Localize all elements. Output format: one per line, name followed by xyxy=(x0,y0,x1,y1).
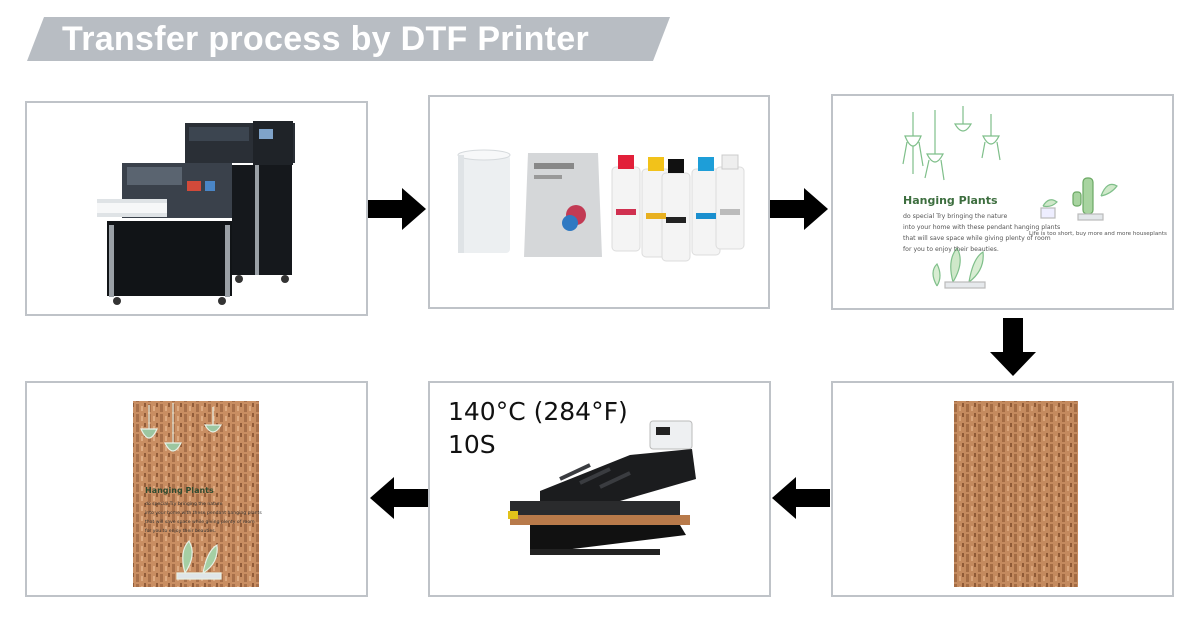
product-artwork-title: Hanging Plants xyxy=(145,486,214,495)
arrow-right-icon xyxy=(368,188,426,230)
artwork-caption: Life is too short, buy more and more hou… xyxy=(1029,231,1167,237)
title-banner xyxy=(27,17,670,61)
product-artwork-line-2: into your home with these pendant hangin… xyxy=(145,510,262,516)
step-materials-box xyxy=(428,95,770,309)
press-temperature: 140°C (284°F) xyxy=(448,397,628,426)
product-artwork-line-3: that will save space while giving plenty… xyxy=(145,519,255,525)
hanging-plants-illustration: Hanging Plants do special Try bringing t… xyxy=(902,106,1167,289)
heat-press-illustration xyxy=(508,420,696,555)
arrow-left-icon xyxy=(772,477,830,519)
press-time: 10S xyxy=(448,430,496,459)
page-title: Transfer process by DTF Printer xyxy=(62,20,590,58)
film-powder-ink-illustration xyxy=(457,149,745,262)
ink-bottles xyxy=(611,154,745,262)
arrow-down-icon xyxy=(990,318,1036,376)
step-printer-box xyxy=(25,101,368,316)
product-artwork-line-4: for you to enjoy their beauties. xyxy=(145,528,216,534)
product-artwork-line-1: do special Try bringing the nature xyxy=(145,501,223,507)
artwork-title: Hanging Plants xyxy=(903,194,998,207)
dtf-printer-illustration xyxy=(97,121,295,305)
artwork-line-2: into your home with these pendant hangin… xyxy=(903,224,1060,231)
artwork-line-4: for you to enjoy their beauties. xyxy=(903,246,999,253)
step-heat-press-box: 140°C (284°F) 10S xyxy=(428,381,771,597)
artwork-line-3: that will save space while giving plenty… xyxy=(903,235,1051,242)
step-finished-product-box: Hanging Plants do special Try bringing t… xyxy=(25,381,368,597)
cork-sheet-illustration xyxy=(954,401,1078,587)
arrow-right-icon xyxy=(770,188,828,230)
printed-cork-illustration: Hanging Plants do special Try bringing t… xyxy=(133,401,262,587)
step-cork-box xyxy=(831,381,1174,597)
step-printed-film-box: Hanging Plants do special Try bringing t… xyxy=(831,94,1174,310)
arrow-left-icon xyxy=(370,477,428,519)
artwork-line-1: do special Try bringing the nature xyxy=(903,213,1007,220)
